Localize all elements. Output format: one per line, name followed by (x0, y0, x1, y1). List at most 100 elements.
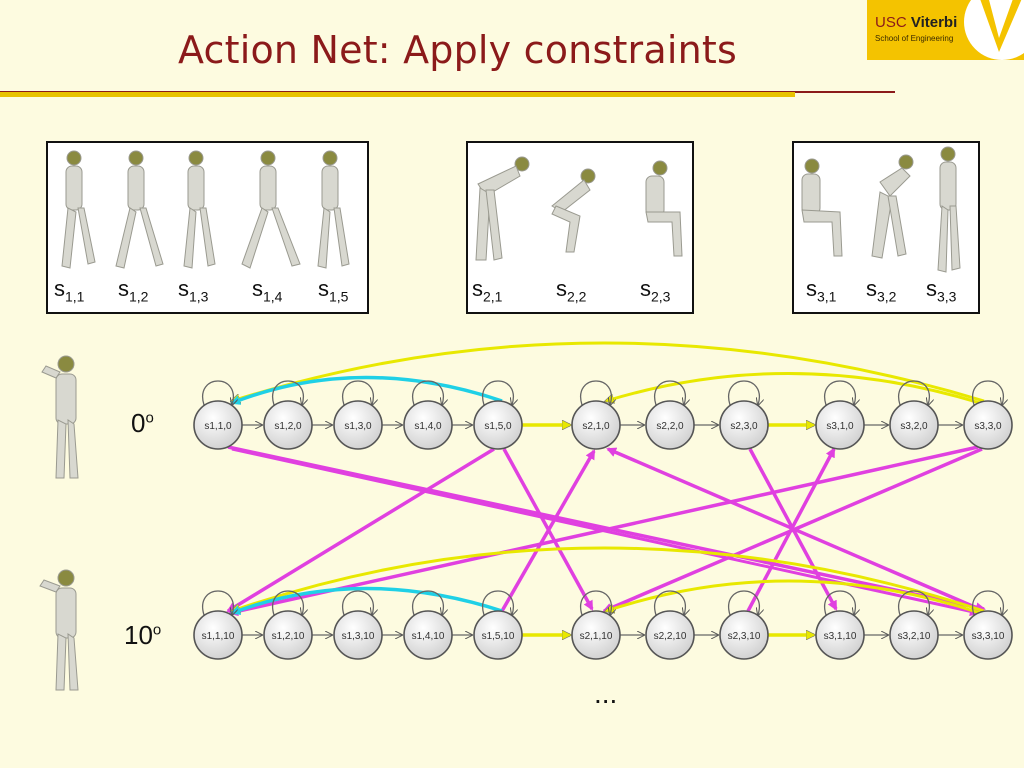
self-loop (823, 380, 856, 405)
walk-pose-2 (115, 150, 164, 269)
state-node: s1,2,10 (263, 590, 313, 660)
state-node-label: s1,2,0 (274, 421, 302, 432)
self-loop (341, 590, 374, 615)
state-node: s2,1,10 (571, 590, 621, 660)
state-node-label: s1,2,10 (272, 631, 305, 642)
state-node-circle (719, 610, 769, 660)
label-s-1-3: s1,3 (178, 276, 209, 305)
self-loop (201, 380, 234, 405)
self-loop (201, 590, 234, 615)
state-node: s2,3,0 (719, 380, 769, 450)
self-loop (727, 380, 760, 405)
state-node: s3,2,10 (889, 590, 939, 660)
pose-panel-walk (46, 141, 369, 314)
self-loop (411, 380, 444, 405)
state-node-circle (645, 610, 695, 660)
state-node: s1,4,0 (403, 380, 453, 450)
stand-pose-3 (937, 146, 961, 273)
self-loop (897, 590, 930, 615)
edge-magenta (226, 447, 495, 613)
state-node-label: s2,1,10 (580, 631, 613, 642)
usc-viterbi-logo: USC Viterbi School of Engineering (867, 0, 1024, 60)
state-node-label: s1,1,0 (204, 421, 232, 432)
state-node-label: s3,1,0 (826, 421, 854, 432)
state-node-circle (889, 400, 939, 450)
state-node-circle (719, 400, 769, 450)
state-node: s1,2,0 (263, 380, 313, 450)
self-loop (897, 380, 930, 405)
edge-magenta (606, 447, 985, 613)
state-node: s2,1,0 (571, 380, 621, 450)
figure-0-degrees (41, 355, 79, 479)
state-node: s2,2,10 (645, 590, 695, 660)
state-node-label: s2,2,0 (656, 421, 684, 432)
label-s-3-2: s3,2 (866, 276, 897, 305)
label-s-1-1: s1,1 (54, 276, 85, 305)
state-node-circle (263, 610, 313, 660)
stand-pose-1 (801, 158, 843, 257)
self-loop (653, 590, 686, 615)
state-node-circle (963, 400, 1013, 450)
network-edges (226, 341, 986, 635)
state-node: s1,3,10 (333, 590, 383, 660)
self-loop (653, 380, 686, 405)
state-node-label: s2,2,10 (654, 631, 687, 642)
title-rule-gold (0, 92, 795, 97)
logo-subtitle: School of Engineering (875, 34, 954, 43)
edge-yellow-arc (606, 372, 981, 405)
state-node-circle (193, 400, 243, 450)
pose-figures (61, 146, 961, 273)
state-node-circle (815, 610, 865, 660)
state-node-circle (263, 400, 313, 450)
figure-10-degrees (39, 569, 79, 691)
edge-yellow-arc (232, 546, 985, 611)
ellipsis: ... (594, 678, 618, 709)
label-s-1-4: s1,4 (252, 276, 283, 305)
edge-magenta (500, 449, 596, 612)
state-node-circle (473, 610, 523, 660)
edge-magenta (746, 447, 836, 612)
state-node: s3,2,0 (889, 380, 939, 450)
state-node-label: s3,2,10 (898, 631, 931, 642)
state-node-circle (963, 610, 1013, 660)
sit-pose-2 (551, 168, 596, 253)
state-node-label: s1,4,0 (414, 421, 442, 432)
label-s-2-3: s2,3 (640, 276, 671, 305)
edge-cyan-arc (230, 375, 503, 405)
self-loop (411, 590, 444, 615)
state-node-label: s1,3,10 (342, 631, 375, 642)
state-node: s1,1,0 (193, 380, 243, 450)
state-node-label: s2,3,0 (730, 421, 758, 432)
logo-brand-bold: Viterbi (910, 14, 958, 31)
state-node-label: s2,1,0 (582, 421, 610, 432)
label-s-2-2: s2,2 (556, 276, 587, 305)
state-node-circle (889, 610, 939, 660)
label-s-3-3: s3,3 (926, 276, 957, 305)
state-node-circle (193, 610, 243, 660)
state-node: s2,2,0 (645, 380, 695, 450)
state-node: s3,3,0 (963, 380, 1013, 450)
edge-yellow-arc (232, 341, 985, 401)
state-node: s1,5,0 (473, 380, 523, 450)
state-node-circle (403, 610, 453, 660)
self-loop (481, 380, 514, 405)
self-loop (971, 590, 1004, 615)
walk-pose-4 (241, 150, 301, 269)
state-node: s1,4,10 (403, 590, 453, 660)
label-s-1-2: s1,2 (118, 276, 149, 305)
state-node: s3,1,10 (815, 590, 865, 660)
label-s-3-1: s3,1 (806, 276, 837, 305)
sit-pose-1 (475, 156, 530, 261)
state-node-circle (645, 400, 695, 450)
angle-label-10: 10o (124, 620, 162, 650)
state-node-circle (571, 610, 621, 660)
self-loop (579, 380, 612, 405)
state-node-circle (473, 400, 523, 450)
state-node-label: s3,2,0 (900, 421, 928, 432)
state-node-circle (403, 400, 453, 450)
state-node: s3,1,0 (815, 380, 865, 450)
label-s-1-5: s1,5 (318, 276, 349, 305)
state-node-label: s1,5,10 (482, 631, 515, 642)
self-loop (579, 590, 612, 615)
